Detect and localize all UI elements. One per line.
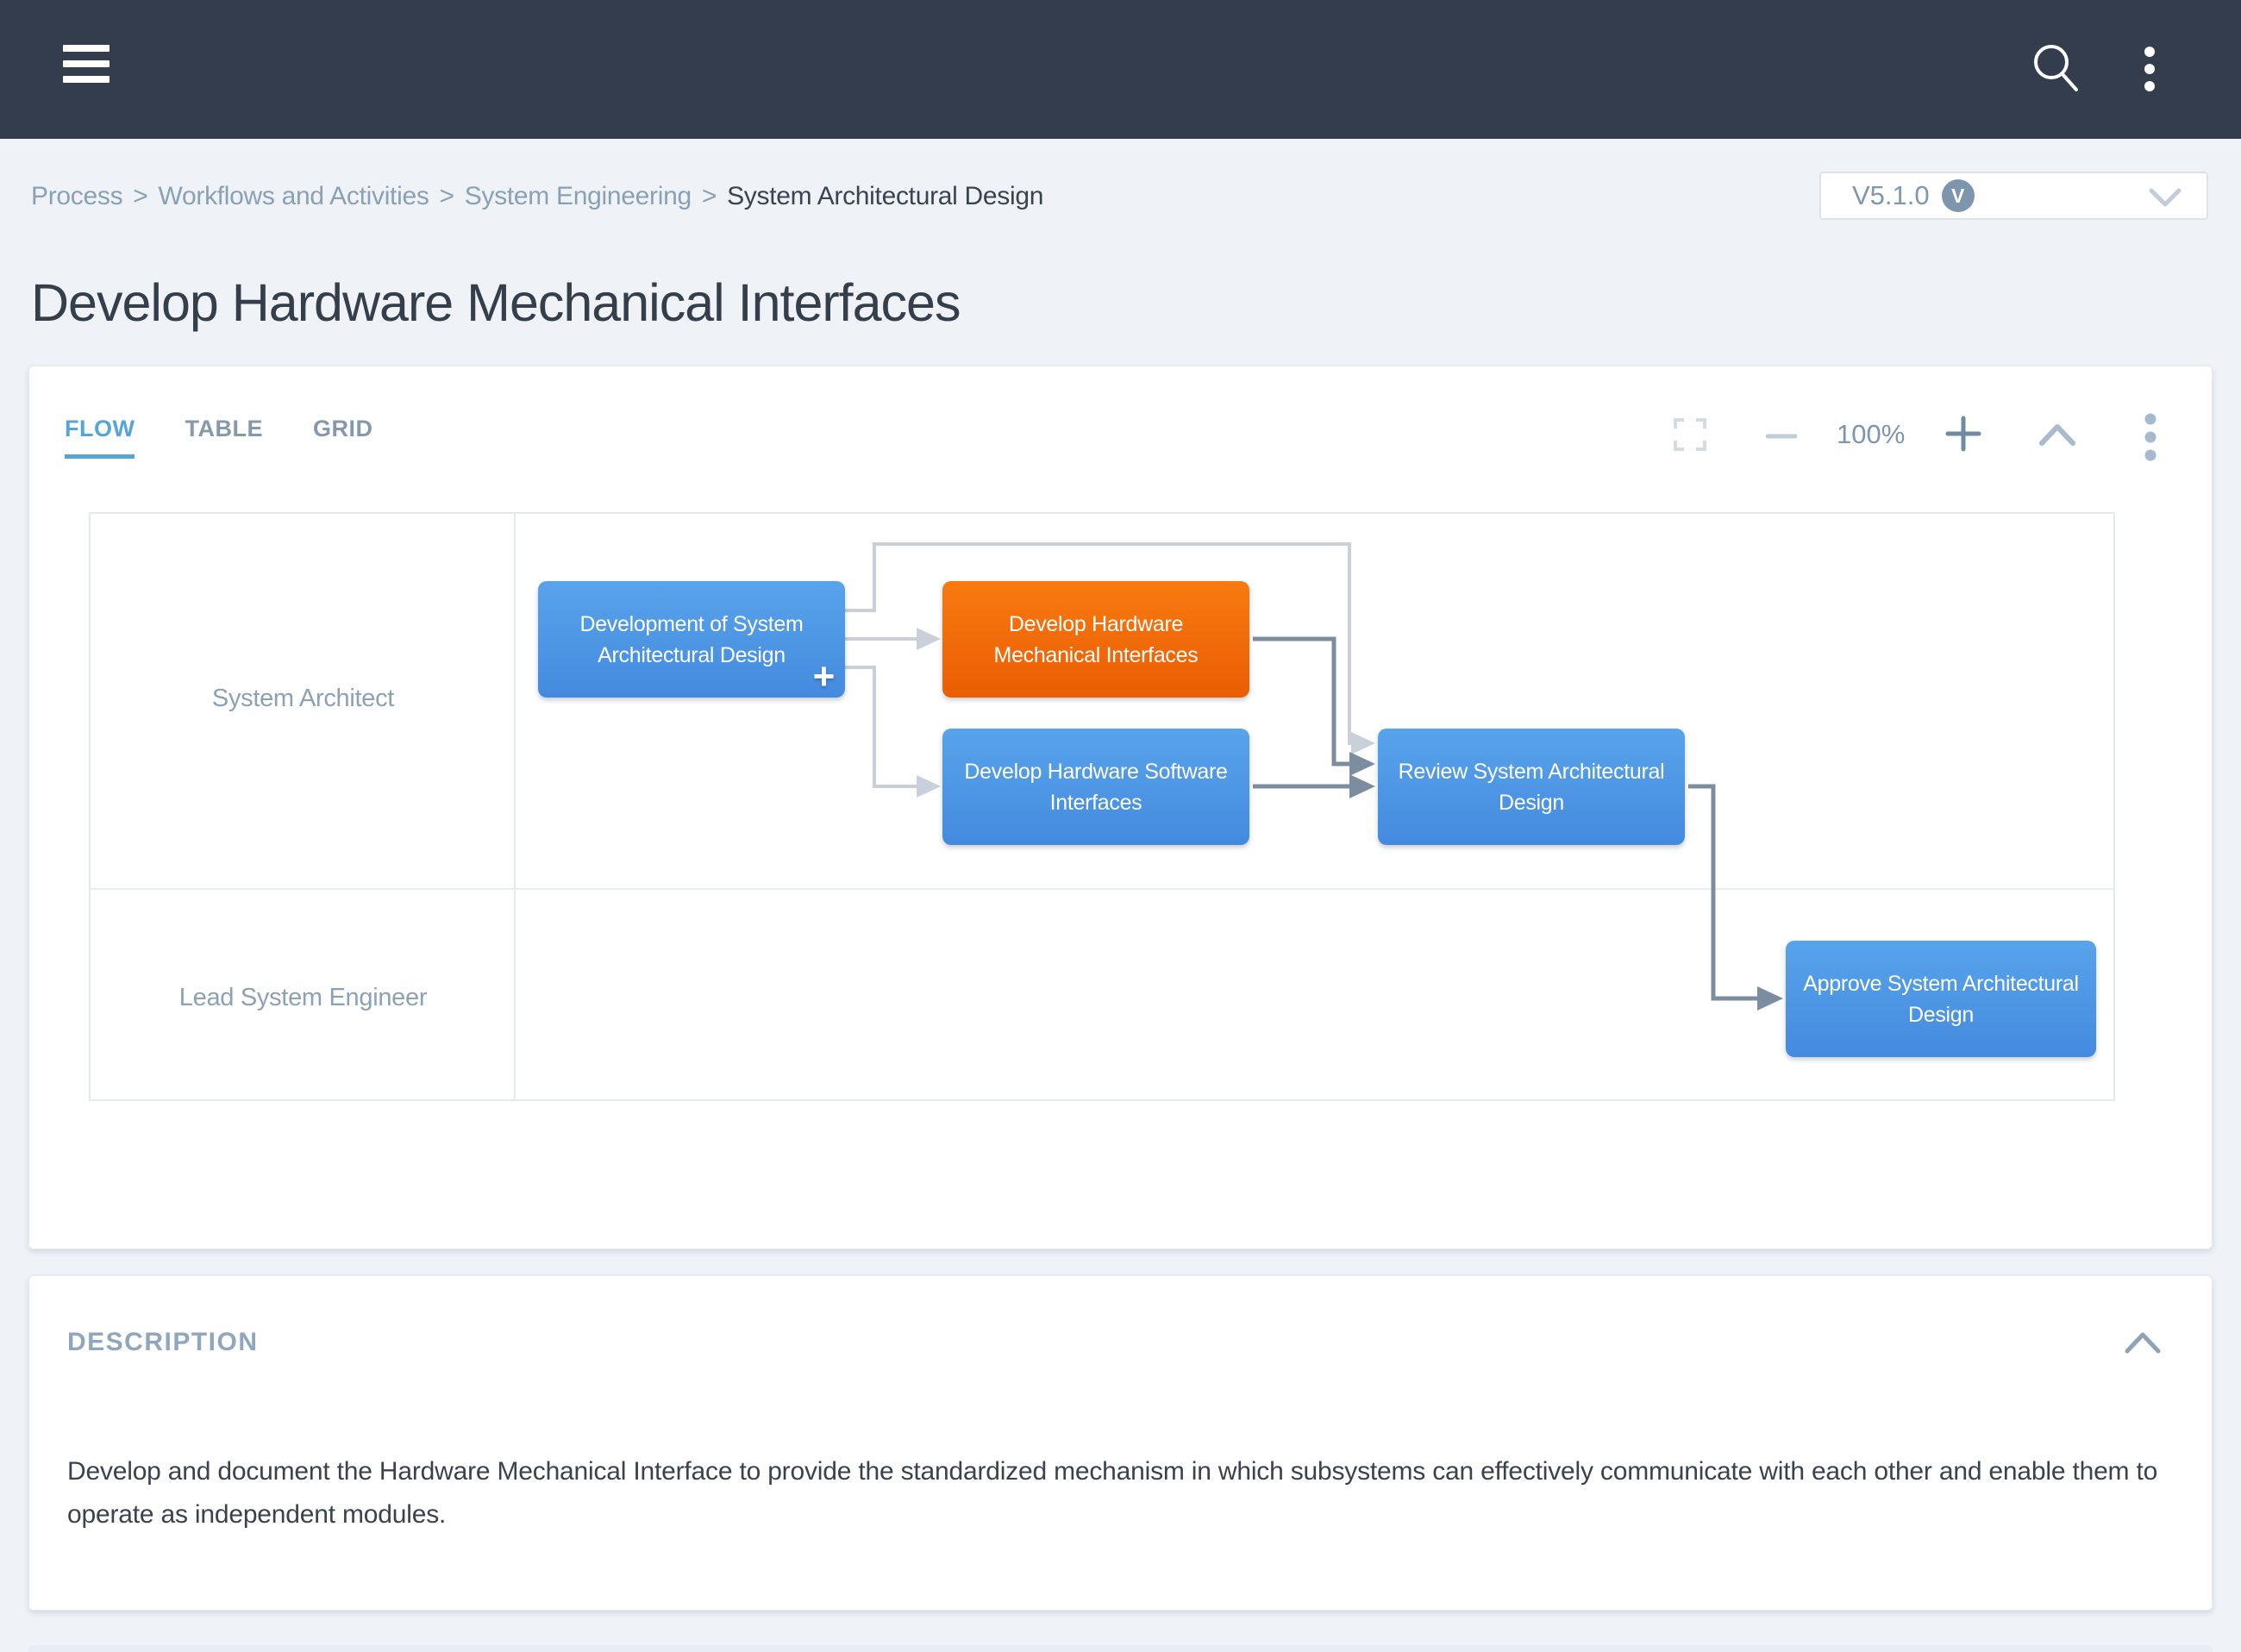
tab-grid[interactable]: GRID <box>312 416 373 441</box>
tab-flow[interactable]: FLOW <box>65 416 135 459</box>
node-label: Develop Hardware Mechanical Interfaces <box>993 611 1199 667</box>
chevron-down-icon <box>2148 185 2182 214</box>
page-title: Develop Hardware Mechanical Interfaces <box>31 273 961 332</box>
breadcrumb-separator: > <box>439 182 455 210</box>
node-label: Approve System Architectural Design <box>1803 971 2079 1027</box>
breadcrumb-item-workflows[interactable]: Workflows and Activities <box>158 182 429 210</box>
zoom-level: 100% <box>1837 419 1906 449</box>
breadcrumb-item-system-engineering[interactable]: System Engineering <box>464 182 692 210</box>
edge-dev-to-review <box>845 542 1356 745</box>
fullscreen-icon[interactable] <box>1673 417 1707 456</box>
breadcrumb-separator: > <box>133 182 148 210</box>
edge-mech-to-review <box>1253 636 1353 767</box>
edge-dev-to-sw <box>845 666 920 788</box>
menu-icon[interactable] <box>63 45 110 83</box>
flow-node-development-of-system-architectural-design[interactable]: Development of System Architectural Desi… <box>538 581 845 698</box>
version-select[interactable]: V5.1.0 V <box>1819 172 2208 220</box>
flow-node-develop-hardware-software-interfaces[interactable]: Develop Hardware Software Interfaces <box>942 729 1249 845</box>
tab-table[interactable]: TABLE <box>185 416 263 441</box>
app-header <box>0 0 2241 139</box>
lane-label-lead-system-engineer: Lead System Engineer <box>178 984 428 1011</box>
arrowhead <box>917 775 941 798</box>
arrowhead <box>917 628 941 650</box>
description-body: Develop and document the Hardware Mechan… <box>67 1457 2158 1529</box>
node-label: Develop Hardware Software Interfaces <box>964 759 1228 815</box>
lane-label-system-architect: System Architect <box>211 685 395 712</box>
zoom-in-button[interactable] <box>1945 416 1981 456</box>
arrowhead <box>1351 732 1375 754</box>
flow-toolbar: 100% <box>1673 412 2173 464</box>
flow-node-develop-hardware-mechanical-interfaces[interactable]: Develop Hardware Mechanical Interfaces <box>942 581 1249 698</box>
flow-node-review-system-architectural-design[interactable]: Review System Architectural Design <box>1378 729 1685 845</box>
lane-label-column <box>91 514 516 1099</box>
version-label: V5.1.0 <box>1852 180 1930 210</box>
next-section-edge <box>28 1645 2213 1652</box>
node-label: Development of System Architectural Desi… <box>579 611 804 667</box>
collapse-panel-icon[interactable] <box>2038 422 2076 451</box>
zoom-out-button[interactable] <box>1765 429 1798 445</box>
breadcrumb: Process > Workflows and Activities > Sys… <box>31 172 1043 221</box>
flow-edges <box>845 542 1783 1011</box>
view-tabs: FLOW TABLE GRID <box>65 416 372 459</box>
arrowhead <box>1757 986 1783 1011</box>
lane-divider <box>91 888 2113 890</box>
search-icon[interactable] <box>2028 39 2083 96</box>
description-heading: DESCRIPTION <box>67 1328 259 1356</box>
description-collapse-icon[interactable] <box>2123 1330 2163 1360</box>
breadcrumb-item-current: System Architectural Design <box>727 182 1044 210</box>
node-label: Review System Architectural Design <box>1398 759 1665 815</box>
breadcrumb-item-process[interactable]: Process <box>31 182 123 210</box>
edge-review-to-approve <box>1688 784 1763 1001</box>
expand-plus-icon[interactable]: + <box>812 655 836 698</box>
flow-overflow-icon[interactable] <box>2144 412 2157 468</box>
version-badge: V <box>1941 179 1975 212</box>
arrowhead <box>1349 774 1375 798</box>
breadcrumb-separator: > <box>701 182 717 210</box>
arrowhead <box>1349 752 1375 776</box>
swimlane-diagram: System Architect Lead System Engineer De… <box>89 512 2115 1101</box>
overflow-menu-icon[interactable] <box>2137 45 2163 93</box>
description-card <box>28 1275 2213 1611</box>
flow-node-approve-system-architectural-design[interactable]: Approve System Architectural Design <box>1786 941 2096 1057</box>
